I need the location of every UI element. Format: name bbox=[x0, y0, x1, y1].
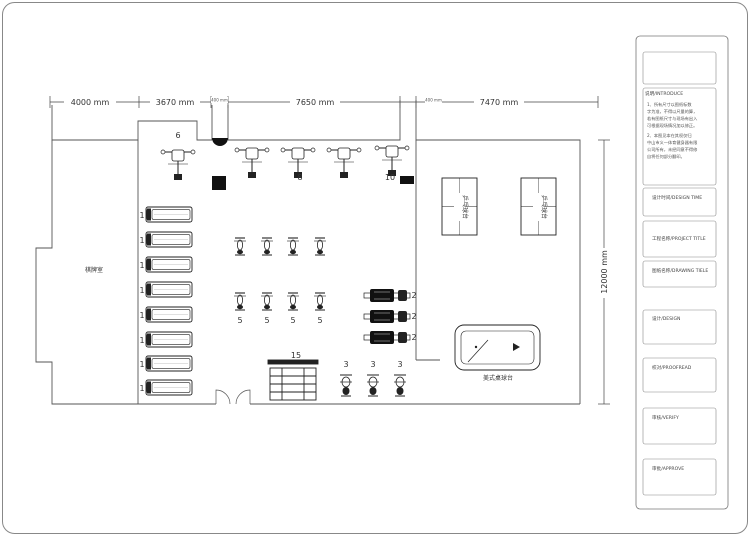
spin-bike-label: 5 bbox=[317, 316, 322, 325]
dim-7470: 7470 mm bbox=[480, 98, 519, 107]
title-block: 说明/INTRODUCE 1、所有尺寸以图纸标数 字为准，不得以尺量的算， 若有… bbox=[635, 35, 729, 510]
dim-400-right: 400 mm bbox=[425, 98, 442, 103]
billiard-label: 美式桌球台 bbox=[483, 374, 513, 382]
treadmill-label: 1 bbox=[139, 384, 144, 393]
treadmill bbox=[145, 355, 193, 372]
chess-room-label: 棋牌室 bbox=[85, 266, 103, 274]
spin-bike bbox=[313, 237, 327, 256]
strength-machine bbox=[234, 147, 270, 179]
spin-bike bbox=[286, 292, 300, 311]
spin-bike bbox=[286, 237, 300, 256]
treadmill-label: 1 bbox=[139, 360, 144, 369]
column bbox=[400, 176, 414, 184]
treadmill-row bbox=[145, 206, 193, 396]
dim-7650: 7650 mm bbox=[296, 98, 335, 107]
introduce-line: 2、本图见本在其权仅归 bbox=[647, 132, 692, 139]
spin-bike bbox=[260, 292, 274, 311]
label-8: 8 bbox=[297, 173, 302, 182]
treadmill bbox=[145, 231, 193, 248]
rowing-machine bbox=[363, 330, 411, 345]
upright-bike bbox=[366, 374, 380, 397]
spin-bike bbox=[260, 237, 274, 256]
introduce-line: 自将任何部分翻印。 bbox=[647, 153, 685, 160]
treadmill bbox=[145, 206, 193, 223]
approve-label: 审批/APPROVE bbox=[652, 465, 684, 472]
treadmill-label: 1 bbox=[139, 236, 144, 245]
dim-400-left: 400 mm bbox=[211, 98, 228, 103]
label-6: 6 bbox=[175, 131, 180, 140]
door-icon bbox=[215, 389, 251, 405]
upright-bike bbox=[393, 374, 407, 397]
spin-bike-label: 5 bbox=[264, 316, 269, 325]
treadmill bbox=[145, 306, 193, 323]
table-tennis-label: 乒乓球台 bbox=[540, 195, 548, 219]
upright-bike-label: 3 bbox=[343, 360, 348, 369]
treadmill-label: 1 bbox=[139, 211, 144, 220]
treadmill-label: 1 bbox=[139, 311, 144, 320]
introduce-line: 字为准，不得以尺量的算， bbox=[647, 108, 697, 115]
proofread-label: 校对/PROOFREAD bbox=[652, 364, 692, 371]
verify-label: 审核/VERIFY bbox=[652, 414, 679, 421]
spin-bike bbox=[233, 292, 247, 311]
treadmill bbox=[145, 379, 193, 396]
dim-3670: 3670 mm bbox=[156, 98, 195, 107]
column bbox=[212, 138, 228, 146]
spin-bike bbox=[233, 237, 247, 256]
rowing-machine bbox=[363, 309, 411, 324]
hip-machine bbox=[374, 145, 410, 177]
introduce-line: 若有图纸尺寸与现场有出入 bbox=[647, 115, 698, 122]
introduce-line: 中山市义一体育健身器有限 bbox=[647, 139, 698, 146]
dim-4000: 4000 mm bbox=[71, 98, 110, 107]
column bbox=[212, 176, 226, 190]
introduce-line: 公司所有，未经同意不得修 bbox=[647, 146, 698, 153]
rack-label: 15 bbox=[291, 351, 301, 360]
spin-bike-label: 5 bbox=[237, 316, 242, 325]
treadmill-label: 1 bbox=[139, 261, 144, 270]
walls bbox=[35, 100, 581, 405]
strength-machine bbox=[326, 147, 362, 179]
rowing-machine-label: 2 bbox=[411, 312, 416, 321]
dim-12000: 12000 mm bbox=[600, 250, 609, 294]
rowing-machine bbox=[363, 288, 411, 303]
spin-bike bbox=[313, 292, 327, 311]
treadmill-label: 1 bbox=[139, 336, 144, 345]
rowing-machine-label: 2 bbox=[411, 291, 416, 300]
project-title-label: 工程名称/PROJECT TITLE bbox=[652, 235, 706, 242]
upright-bike bbox=[339, 374, 353, 397]
label-10: 10 bbox=[385, 173, 395, 182]
treadmill bbox=[145, 281, 193, 298]
treadmill bbox=[145, 256, 193, 273]
introduce-label: 说明/INTRODUCE bbox=[645, 90, 683, 97]
upright-bike-label: 3 bbox=[397, 360, 402, 369]
pulley-machine bbox=[160, 149, 196, 181]
treadmill bbox=[145, 331, 193, 348]
power-rack bbox=[267, 359, 319, 401]
design-time-label: 设计时间/DESIGN TIME bbox=[652, 194, 702, 201]
design-label: 设计/DESIGN bbox=[652, 315, 680, 322]
upright-bike-label: 3 bbox=[370, 360, 375, 369]
spin-bike-label: 5 bbox=[290, 316, 295, 325]
drawing-title-label: 图纸名称/DRAWING TIELE bbox=[652, 267, 708, 274]
treadmill-label: 1 bbox=[139, 286, 144, 295]
introduce-line: 可根据现场情况加以修正。 bbox=[647, 122, 697, 129]
spin-bike-row bbox=[233, 237, 327, 311]
rowing-machine-label: 2 bbox=[411, 333, 416, 342]
table-tennis-label: 乒乓球台 bbox=[461, 195, 469, 219]
introduce-line: 1、所有尺寸以图纸标数 bbox=[647, 101, 692, 108]
billiard-table bbox=[454, 324, 541, 371]
